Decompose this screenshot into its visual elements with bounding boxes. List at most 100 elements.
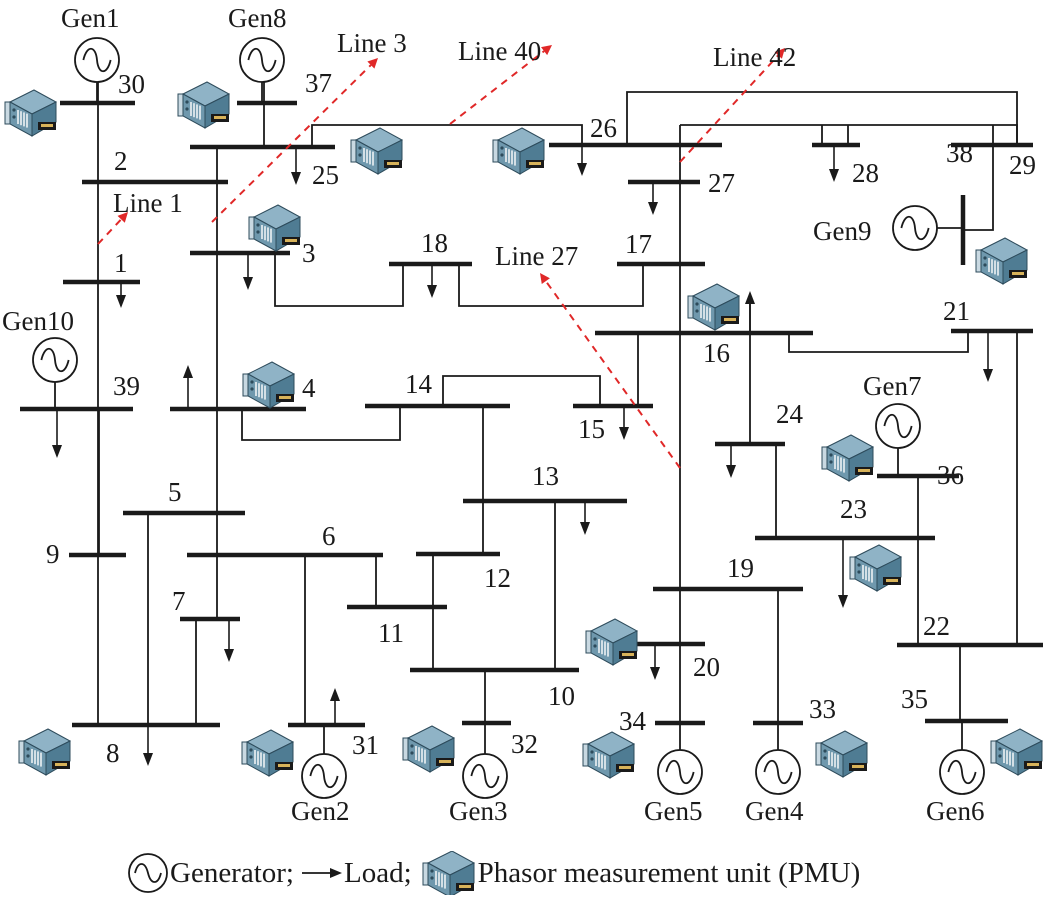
line-label: Line 40 xyxy=(458,36,541,66)
load-arrow-icon xyxy=(726,444,736,478)
bus-label-6: 6 xyxy=(322,521,336,551)
bus-label-15: 15 xyxy=(578,414,605,444)
bus-label-38: 38 xyxy=(946,138,973,168)
pmu-bus-34 xyxy=(582,731,636,779)
bus-label-8: 8 xyxy=(106,738,120,768)
generator-label: Gen5 xyxy=(644,796,702,826)
bus-label-20: 20 xyxy=(693,652,720,682)
generator-gen9: Gen9 xyxy=(813,205,963,251)
bus-label-21: 21 xyxy=(943,296,970,326)
generator-label: Gen2 xyxy=(291,796,349,826)
pmu-bus-26 xyxy=(492,127,546,175)
pmu-bus-33 xyxy=(815,730,869,778)
bus-label-14: 14 xyxy=(405,369,433,399)
transmission-line xyxy=(458,264,644,307)
pmu-bus-16 xyxy=(687,283,741,331)
transmission-line xyxy=(680,124,1018,145)
load-arrow-icon xyxy=(302,868,342,878)
bus-label-39: 39 xyxy=(113,371,140,401)
transmission-line xyxy=(788,331,969,353)
bus-label-1: 1 xyxy=(114,248,128,278)
load-arrow-icon xyxy=(650,644,660,680)
generator-label: Gen6 xyxy=(926,796,984,826)
pmu-bus-38 xyxy=(975,237,1029,285)
bus-label-30: 30 xyxy=(118,69,145,99)
pmu-bus-32 xyxy=(402,725,456,773)
bus-label-29: 29 xyxy=(1009,150,1036,180)
load-arrow-icon xyxy=(580,501,590,535)
load-arrow-icon xyxy=(838,538,848,608)
bus-label-17: 17 xyxy=(625,229,652,259)
transmission-line xyxy=(963,125,994,231)
pmus xyxy=(4,81,1044,779)
arrow-icon xyxy=(774,48,785,59)
bus-label-36: 36 xyxy=(937,460,964,490)
bus-label-12: 12 xyxy=(484,563,511,593)
line-label: Line 27 xyxy=(495,241,578,271)
arrow-icon xyxy=(540,273,550,285)
bus-label-27: 27 xyxy=(708,168,735,198)
load-arrow-icon xyxy=(330,688,340,725)
pmu-bus-31 xyxy=(241,729,295,777)
highlighted-line-line-40: Line 40 xyxy=(449,36,552,125)
bus-label-5: 5 xyxy=(168,477,182,507)
arrow-icon xyxy=(117,212,128,223)
bus-label-2: 2 xyxy=(114,146,128,176)
bus-label-13: 13 xyxy=(532,461,559,491)
generator-gen10: Gen10 xyxy=(2,306,78,409)
bus-label-9: 9 xyxy=(46,539,60,569)
generator-icon xyxy=(128,853,168,893)
pmu-bus-3 xyxy=(248,204,302,252)
bus-label-28: 28 xyxy=(852,158,879,188)
bus-label-24: 24 xyxy=(776,399,804,429)
load-arrow-icon xyxy=(52,409,62,458)
pmu-bus-36 xyxy=(821,434,875,482)
pmu-bus-23 xyxy=(849,544,903,592)
legend-load-label: Load; xyxy=(344,856,412,889)
generator-label: Gen4 xyxy=(745,796,804,826)
legend: Generator; Load; Phasor measurement unit… xyxy=(126,851,860,895)
bus-label-4: 4 xyxy=(302,373,316,403)
pmu-icon xyxy=(422,851,475,895)
bus-label-35: 35 xyxy=(901,684,928,714)
bus-label-7: 7 xyxy=(172,586,186,616)
load-arrow-icon xyxy=(427,264,437,298)
arrow-icon xyxy=(367,58,378,69)
legend-generator-label: Generator; xyxy=(170,856,294,889)
highlighted-line-line-27: Line 27 xyxy=(495,241,681,469)
generator-gen8: Gen8 xyxy=(228,3,286,103)
line-label: Line 1 xyxy=(113,188,183,218)
loads xyxy=(52,145,993,766)
generator-gen2: Gen2 xyxy=(291,725,349,826)
bus-label-16: 16 xyxy=(703,338,730,368)
bus-label-32: 32 xyxy=(511,729,538,759)
bus-label-37: 37 xyxy=(305,68,332,98)
generator-label: Gen3 xyxy=(449,796,507,826)
bus-label-34: 34 xyxy=(619,706,647,736)
pmu-bus-20 xyxy=(585,618,639,666)
generator-gen6: Gen6 xyxy=(926,721,985,826)
load-arrow-icon xyxy=(243,253,253,290)
transmission-lines xyxy=(97,60,1018,725)
transmission-line xyxy=(241,406,401,441)
pmu-bus-35 xyxy=(990,728,1044,776)
highlighted-line-line-42: Line 42 xyxy=(679,42,796,163)
generator-label: Gen1 xyxy=(61,3,119,33)
bus-label-22: 22 xyxy=(923,611,950,641)
generator-label: Gen8 xyxy=(228,3,286,33)
bus-label-31: 31 xyxy=(352,730,379,760)
line-label: Line 3 xyxy=(337,28,407,58)
transmission-line xyxy=(311,124,583,147)
generator-label: Gen7 xyxy=(863,371,921,401)
generator-gen5: Gen5 xyxy=(644,723,703,826)
bus-label-3: 3 xyxy=(302,238,316,268)
arrow-icon xyxy=(541,45,552,56)
highlighted-lines: Line 1 Line 3 Line 40 Line 42 Line 27 xyxy=(97,28,796,469)
pmu-bus-4 xyxy=(242,361,296,409)
generator-gen4: Gen4 xyxy=(745,723,804,826)
pmu-icon xyxy=(422,851,475,895)
bus-label-25: 25 xyxy=(312,160,339,190)
generator-gen3: Gen3 xyxy=(449,723,508,826)
load-arrow-icon xyxy=(577,145,587,176)
